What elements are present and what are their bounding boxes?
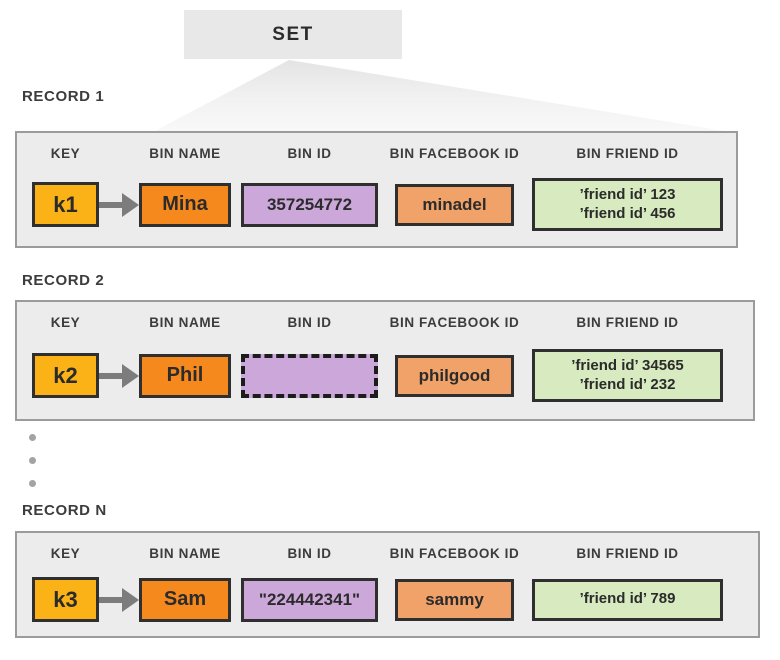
key-box: k1 <box>32 182 99 227</box>
column-key: KEY k3 <box>32 543 99 636</box>
record-2-panel: KEY k2 BIN NAME Phil BIN ID <box>15 300 755 421</box>
record-n-label: RECORD N <box>22 502 107 519</box>
bin-id-box: "224442341" <box>241 577 378 622</box>
column-bin-facebook-id: BIN FACEBOOK ID sammy <box>390 543 519 636</box>
bin-friend-id-box: ’friend id’ 789 <box>532 578 723 621</box>
bin-id-empty-box <box>241 353 378 398</box>
column-header-bin-name: BIN NAME <box>149 145 221 161</box>
arrow-shaft <box>99 201 122 208</box>
column-header-bin-friend-id: BIN FRIEND ID <box>576 145 679 161</box>
column-bin-friend-id: BIN FRIEND ID ’friend id’ 123 ’friend id… <box>532 143 723 246</box>
column-header-bin-id: BIN ID <box>287 545 332 561</box>
column-bin-name: BIN NAME Phil <box>139 312 231 419</box>
box-row <box>99 332 139 419</box>
column-bin-friend-id: BIN FRIEND ID ’friend id’ 34565 ’friend … <box>532 312 723 419</box>
box-row: philgood <box>395 332 514 419</box>
box-row: minadel <box>395 163 514 246</box>
column-header-bin-name: BIN NAME <box>149 314 221 330</box>
column-bin-id: BIN ID "224442341" <box>241 543 378 636</box>
column-key: KEY k2 <box>32 312 99 419</box>
column-header-bin-friend-id: BIN FRIEND ID <box>576 545 679 561</box>
column-bin-name: BIN NAME Sam <box>139 543 231 636</box>
box-row <box>241 332 378 419</box>
right-arrow-icon <box>99 587 139 612</box>
arrow-head <box>122 363 139 388</box>
record-n-panel: KEY k3 BIN NAME Sam BIN ID "224442341" <box>15 531 760 638</box>
friend-id-line: ’friend id’ 789 <box>579 590 676 608</box>
column-header-bin-facebook-id: BIN FACEBOOK ID <box>389 545 520 561</box>
column-header-key: KEY <box>50 314 81 330</box>
bin-facebook-id-box: philgood <box>395 354 514 397</box>
friend-id-line: ’friend id’ 123 <box>579 185 676 203</box>
column-header-bin-friend-id: BIN FRIEND ID <box>576 314 679 330</box>
box-row: k2 <box>32 332 99 419</box>
box-row <box>99 163 139 246</box>
box-row: Phil <box>139 332 231 419</box>
friend-id-line: ’friend id’ 456 <box>579 204 676 222</box>
box-row: Mina <box>139 163 231 246</box>
bin-facebook-id-box: sammy <box>395 578 514 621</box>
column-header-bin-id: BIN ID <box>287 145 332 161</box>
bin-facebook-id-box: minadel <box>395 183 514 226</box>
bin-id-box: 357254772 <box>241 182 378 227</box>
box-row: k1 <box>32 163 99 246</box>
set-label: SET <box>272 23 314 45</box>
column-header-key: KEY <box>50 145 81 161</box>
box-row: ’friend id’ 34565 ’friend id’ 232 <box>532 332 723 419</box>
bin-name-box: Sam <box>139 577 231 622</box>
vertical-ellipsis-icon <box>29 434 36 487</box>
box-row: ’friend id’ 789 <box>532 563 723 636</box>
column-header-bin-name: BIN NAME <box>149 545 221 561</box>
record-1-label: RECORD 1 <box>22 88 105 105</box>
bin-friend-id-box: ’friend id’ 123 ’friend id’ 456 <box>532 177 723 232</box>
arrow-head <box>122 587 139 612</box>
dot <box>29 480 36 487</box>
dot <box>29 434 36 441</box>
box-row: 357254772 <box>241 163 378 246</box>
column-header-bin-facebook-id: BIN FACEBOOK ID <box>389 314 520 330</box>
column-header-key: KEY <box>50 545 81 561</box>
box-row: "224442341" <box>241 563 378 636</box>
set-funnel-shape <box>153 60 731 132</box>
arrow-head <box>122 192 139 217</box>
set-box: SET <box>184 10 402 59</box>
box-row: ’friend id’ 123 ’friend id’ 456 <box>532 163 723 246</box>
column-arrow <box>99 543 139 636</box>
arrow-shaft <box>99 596 122 603</box>
friend-id-line: ’friend id’ 34565 <box>571 356 684 374</box>
dot <box>29 457 36 464</box>
column-bin-id: BIN ID <box>241 312 378 419</box>
key-box: k2 <box>32 353 99 398</box>
record-2-label: RECORD 2 <box>22 272 105 289</box>
record-1-panel: KEY k1 BIN NAME Mina BIN ID 357254772 <box>15 131 738 248</box>
column-arrow <box>99 312 139 419</box>
friend-id-line: ’friend id’ 232 <box>579 375 676 393</box>
column-header-bin-id: BIN ID <box>287 314 332 330</box>
column-bin-name: BIN NAME Mina <box>139 143 231 246</box>
key-box: k3 <box>32 577 99 622</box>
column-bin-id: BIN ID 357254772 <box>241 143 378 246</box>
column-bin-facebook-id: BIN FACEBOOK ID minadel <box>390 143 519 246</box>
column-header-bin-facebook-id: BIN FACEBOOK ID <box>389 145 520 161</box>
box-row: sammy <box>395 563 514 636</box>
bin-name-box: Phil <box>139 353 231 398</box>
column-bin-facebook-id: BIN FACEBOOK ID philgood <box>390 312 519 419</box>
column-arrow <box>99 143 139 246</box>
arrow-shaft <box>99 372 122 379</box>
box-row: Sam <box>139 563 231 636</box>
bin-name-box: Mina <box>139 182 231 227</box>
column-bin-friend-id: BIN FRIEND ID ’friend id’ 789 <box>532 543 723 636</box>
box-row <box>99 563 139 636</box>
bin-friend-id-box: ’friend id’ 34565 ’friend id’ 232 <box>532 348 723 403</box>
right-arrow-icon <box>99 192 139 217</box>
box-row: k3 <box>32 563 99 636</box>
right-arrow-icon <box>99 363 139 388</box>
column-key: KEY k1 <box>32 143 99 246</box>
